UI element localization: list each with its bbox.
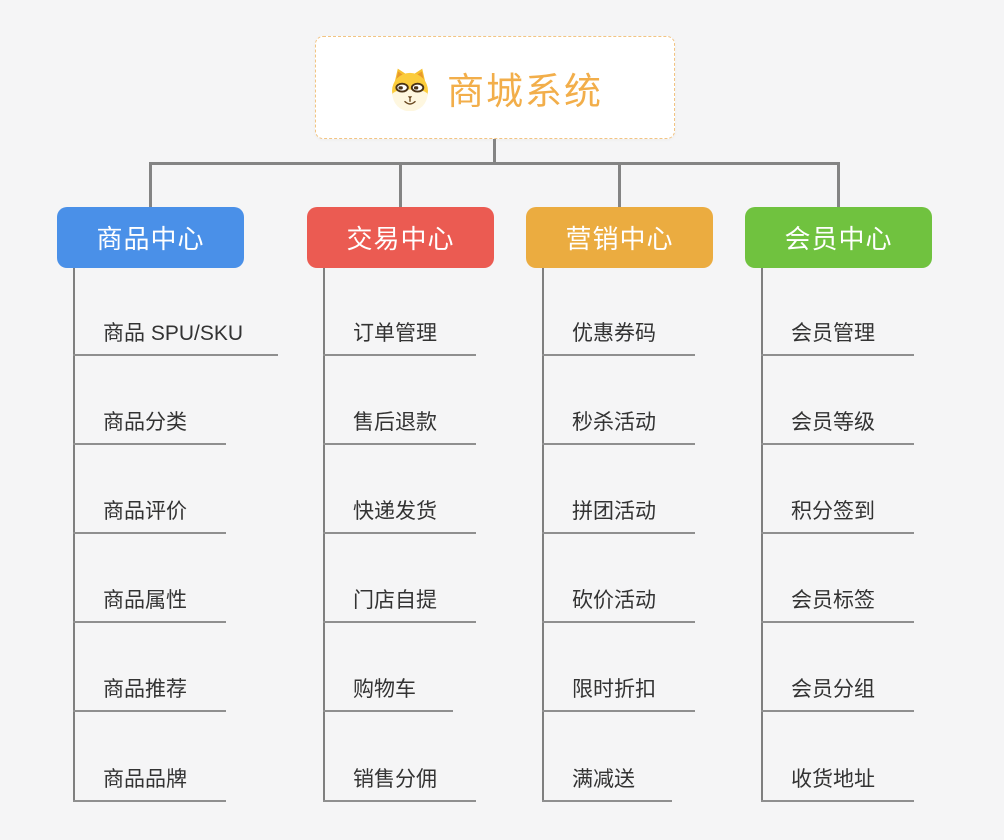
- leaf-node[interactable]: 商品品牌: [73, 756, 226, 802]
- leaf-node[interactable]: 会员管理: [761, 310, 914, 356]
- leaf-node[interactable]: 秒杀活动: [542, 399, 695, 445]
- connector-branch-2-stub: [399, 162, 402, 207]
- leaf-node[interactable]: 会员标签: [761, 577, 914, 623]
- leaf-node[interactable]: 会员等级: [761, 399, 914, 445]
- root-node-mall-system[interactable]: 商城系统: [315, 36, 675, 139]
- connector-branch-3-spine: [542, 268, 544, 802]
- branch-label: 商品中心: [96, 224, 205, 254]
- leaf-node[interactable]: 售后退款: [323, 399, 476, 445]
- connector-branch-4-spine: [761, 268, 763, 802]
- connector-branch-4-stub: [837, 162, 840, 207]
- leaf-node[interactable]: 优惠券码: [542, 310, 695, 356]
- root-node-label: 商城系统: [447, 70, 603, 112]
- leaf-node[interactable]: 门店自提: [323, 577, 476, 623]
- connector-branch-1-spine: [73, 268, 75, 802]
- branch-node-trade-center[interactable]: 交易中心: [307, 207, 494, 268]
- leaf-node[interactable]: 会员分组: [761, 666, 914, 712]
- branch-node-product-center[interactable]: 商品中心: [57, 207, 244, 268]
- connector-branch-1-stub: [149, 162, 152, 207]
- leaf-node[interactable]: 限时折扣: [542, 666, 695, 712]
- leaf-node[interactable]: 拼团活动: [542, 488, 695, 534]
- shiba-dog-icon: [392, 68, 428, 111]
- connector-branch-3-stub: [618, 162, 621, 207]
- leaf-node[interactable]: 商品 SPU/SKU: [73, 310, 278, 356]
- leaf-node[interactable]: 商品推荐: [73, 666, 226, 712]
- connector-bus: [149, 162, 840, 165]
- leaf-node[interactable]: 商品属性: [73, 577, 226, 623]
- leaf-node[interactable]: 销售分佣: [323, 756, 476, 802]
- leaf-node[interactable]: 商品分类: [73, 399, 226, 445]
- leaf-node[interactable]: 快递发货: [323, 488, 476, 534]
- branch-label: 会员中心: [784, 224, 893, 254]
- leaf-node[interactable]: 商品评价: [73, 488, 226, 534]
- leaf-node[interactable]: 砍价活动: [542, 577, 695, 623]
- connector-root-stub: [493, 139, 496, 163]
- branch-node-marketing-center[interactable]: 营销中心: [526, 207, 713, 268]
- branch-label: 营销中心: [565, 224, 674, 254]
- leaf-node[interactable]: 订单管理: [323, 310, 476, 356]
- branch-node-member-center[interactable]: 会员中心: [745, 207, 932, 268]
- leaf-node[interactable]: 满减送: [542, 756, 672, 802]
- leaf-node[interactable]: 收货地址: [761, 756, 914, 802]
- branch-label: 交易中心: [346, 224, 455, 254]
- leaf-node[interactable]: 积分签到: [761, 488, 914, 534]
- leaf-node[interactable]: 购物车: [323, 666, 453, 712]
- connector-branch-2-spine: [323, 268, 325, 802]
